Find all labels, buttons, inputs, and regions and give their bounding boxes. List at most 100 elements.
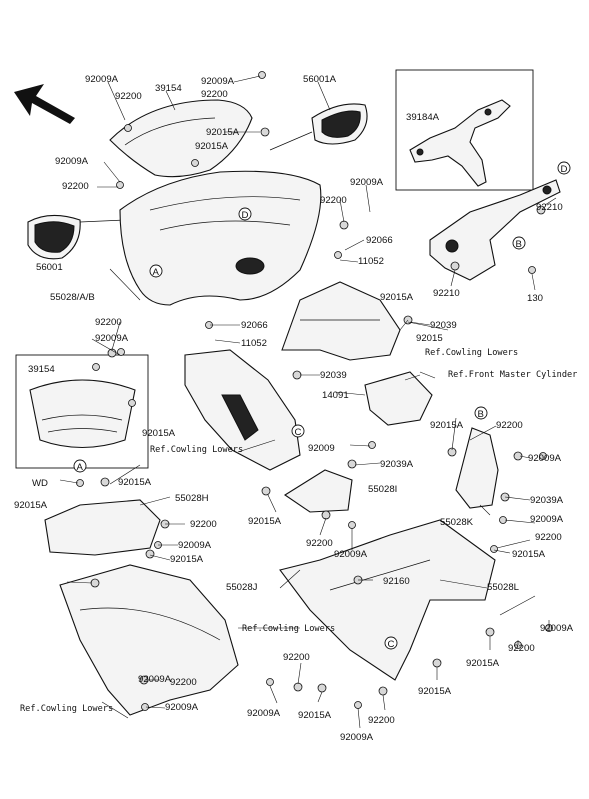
ref-cowling-lowers-4: Ref.Cowling Lowers: [20, 704, 113, 714]
label-92009a-top2: 92009A: [201, 76, 235, 87]
label-92200-11: 92200: [368, 715, 395, 726]
lower-cowling-left: [44, 499, 239, 716]
label-11052-2: 11052: [241, 338, 267, 349]
callout-markers: A B C D A B C D: [73, 161, 571, 650]
ref-cowling-lowers-3: Ref.Cowling Lowers: [242, 624, 335, 634]
mirror-right: [269, 103, 368, 151]
label-92200-top: 92200: [115, 91, 142, 102]
upper-cowling: [119, 170, 322, 306]
label-39154: 39154: [155, 83, 182, 94]
label-92015a-9: 92015A: [170, 554, 204, 565]
label-92009a-13: 92009A: [138, 674, 172, 685]
label-56001: 56001: [36, 262, 63, 273]
label-92039a-1: 92039A: [380, 459, 414, 470]
label-92009a-3: 92009A: [95, 333, 129, 344]
label-92009: 92009: [308, 443, 335, 454]
label-92200-4: 92200: [320, 195, 347, 206]
label-55028k: 55028K: [440, 517, 474, 528]
label-92039-1: 92039: [430, 320, 457, 331]
reference-notes: Ref.Cowling Lowers Ref.Front Master Cyli…: [20, 348, 577, 714]
label-92015a-6: 92015A: [248, 516, 282, 527]
inset-box-bracket: [395, 69, 534, 191]
label-92015a-10: 92015A: [118, 477, 152, 488]
label-92200-2: 92200: [62, 181, 89, 192]
ref-cowling-lowers-2: Ref.Cowling Lowers: [150, 445, 243, 455]
part-labels: 92009A 39154 92009A 56001A 92200 92200 9…: [14, 74, 574, 743]
label-39184a: 39184A: [406, 112, 440, 123]
label-92200-5: 92200: [496, 420, 523, 431]
label-92009a-7: 92009A: [530, 514, 564, 525]
callout-d-1: D: [242, 210, 249, 221]
front-direction-arrow: [14, 84, 75, 124]
label-92039a-2: 92039A: [530, 495, 564, 506]
callout-b-2: B: [478, 409, 484, 420]
stay-bracket-inset: [409, 99, 511, 187]
label-92200-7: 92200: [535, 532, 562, 543]
label-92200-6: 92200: [306, 538, 333, 549]
stay-bracket: [429, 179, 561, 281]
label-92039-2: 92039: [320, 370, 347, 381]
label-wd: WD: [32, 478, 48, 489]
label-55028h: 55028H: [175, 493, 209, 504]
label-92015a-8: 92015A: [14, 500, 48, 511]
cover-14091: [364, 371, 433, 426]
label-92015a-4: 92015A: [142, 428, 176, 439]
lower-cowling-right: [279, 519, 496, 681]
label-92009a-6: 92009A: [334, 549, 368, 560]
mirror-left: [27, 214, 126, 260]
cowling-55028k: [455, 427, 499, 509]
label-92015a-1: 92015A: [206, 127, 240, 138]
label-92200-top2: 92200: [201, 89, 228, 100]
label-92200-9: 92200: [508, 643, 535, 654]
label-55028-a-b: 55028/A/B: [50, 292, 95, 303]
callout-c-1: C: [295, 427, 302, 438]
ref-cowling-lowers-1: Ref.Cowling Lowers: [425, 348, 518, 358]
label-92015a-13: 92015A: [418, 686, 452, 697]
windshield: [109, 99, 253, 178]
windshield-inset: [29, 379, 136, 449]
label-92066-1: 92066: [366, 235, 393, 246]
label-92009a-top: 92009A: [85, 74, 119, 85]
label-14091: 14091: [322, 390, 349, 401]
leader-lines: [59, 75, 557, 729]
label-92015a-11: 92015A: [466, 658, 500, 669]
label-55028j: 55028J: [226, 582, 258, 593]
label-92009a-8: 92009A: [178, 540, 212, 551]
label-92200-3: 92200: [95, 317, 122, 328]
callout-a-1: A: [153, 267, 160, 278]
callout-d-2: D: [561, 164, 568, 175]
label-92210-2: 92210: [433, 288, 460, 299]
label-92015a-2: 92015A: [195, 141, 229, 152]
label-92015a-7: 92015A: [512, 549, 546, 560]
label-92015a-5: 92015A: [430, 420, 464, 431]
label-55028l: 55028L: [487, 582, 520, 593]
label-92200-12: 92200: [170, 677, 197, 688]
label-92009a-2: 92009A: [55, 156, 89, 167]
ref-front-master-cylinder: Ref.Front Master Cylinder: [448, 370, 577, 380]
callout-c-2: C: [388, 639, 395, 650]
label-92015a-12: 92015A: [298, 710, 332, 721]
cowling-55028i: [283, 469, 353, 513]
label-92160: 92160: [383, 576, 410, 587]
label-92009a-4: 92009A: [350, 177, 384, 188]
label-92009a-12: 92009A: [165, 702, 199, 713]
label-92009a-10: 92009A: [247, 708, 281, 719]
label-55028i: 55028I: [368, 484, 397, 495]
side-cowling-left-upper: [184, 349, 301, 471]
label-92200-8: 92200: [190, 519, 217, 530]
label-39154-inset: 39154: [28, 364, 55, 375]
label-92066-2: 92066: [241, 320, 268, 331]
label-56001a: 56001A: [303, 74, 337, 85]
label-11052-1: 11052: [358, 256, 384, 267]
label-92009a-9: 92009A: [540, 623, 574, 634]
label-92200-10: 92200: [283, 652, 310, 663]
label-92210-1: 92210: [536, 202, 563, 213]
callout-b-1: B: [516, 239, 522, 250]
label-92009a-11: 92009A: [340, 732, 374, 743]
callout-a-2: A: [77, 462, 84, 473]
label-92015: 92015: [416, 333, 443, 344]
label-92009a-5: 92009A: [528, 453, 562, 464]
label-92015a-3: 92015A: [380, 292, 414, 303]
label-130: 130: [527, 293, 543, 304]
